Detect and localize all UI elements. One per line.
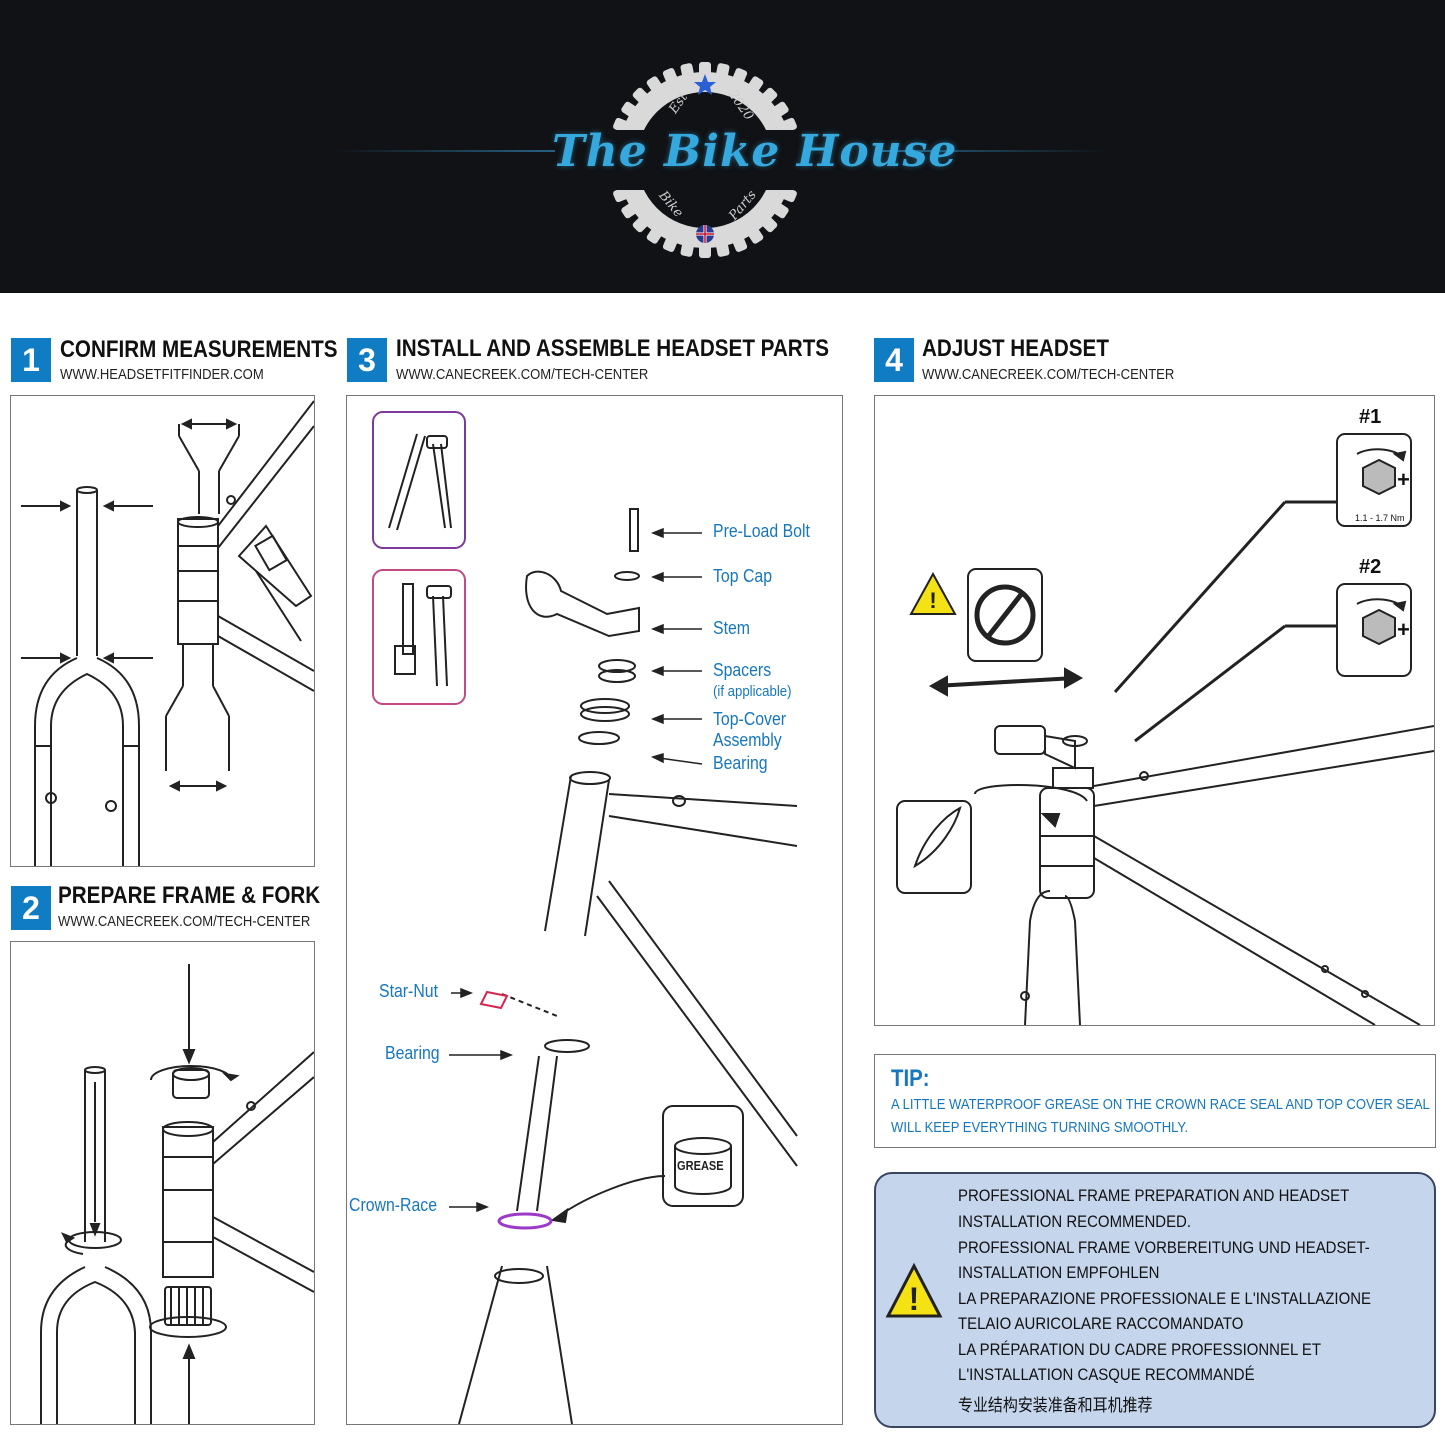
label-bearing-lower: Bearing [385,1043,440,1063]
step-url: WWW.HEADSETFITFINDER.COM [60,367,264,383]
label-spacers-note: (if applicable) [713,683,792,700]
step-title: PREPARE FRAME & FORK [58,882,321,909]
label-preload-bolt: Pre-Load Bolt [713,521,810,541]
measurement-illustration [10,395,315,867]
label-spacers: Spacers [713,660,772,680]
warning-line: TELAIO AURICOLARE RACCOMANDATO [958,1314,1244,1333]
label-stem: Stem [713,618,750,638]
warning-line: 专业结构安装准备和耳机推荐 [958,1396,1153,1415]
chainring-logo-icon [555,62,875,258]
warning-line: LA PRÉPARATION DU CADRE PROFESSIONNEL ET [958,1340,1321,1359]
svg-text:!: ! [929,588,936,613]
label-crown-race: Crown-Race [349,1195,438,1215]
label-top-cover: Top-Cover [713,709,787,729]
adjust-illustration: ! #1 #2 1.1 - 1.7 Nm + + [874,395,1435,1026]
label-top-cap: Top Cap [713,566,773,586]
prepare-illustration [10,941,315,1425]
warning-line: L'INSTALLATION CASQUE RECOMMANDÉ [958,1365,1255,1384]
tip-line-1: A LITTLE WATERPROOF GREASE ON THE CROWN … [891,1097,1430,1113]
brand-name: The Bike House [552,126,958,177]
step-number: 4 [874,338,914,382]
headset-adjust-drawing: ! [896,433,1435,1026]
fork-frame-measure-drawing [21,400,315,866]
step-title: INSTALL AND ASSEMBLE HEADSET PARTS [396,335,830,362]
headset-assembly-drawing [372,411,798,1425]
tip-title: TIP: [891,1065,930,1092]
svg-text:!: ! [909,1281,920,1317]
label-star-nut: Star-Nut [379,981,438,1001]
frame-fork-prep-drawing [40,964,315,1424]
warning-triangle-icon: ! [885,1262,943,1318]
label-bearing-upper: Bearing [713,753,768,773]
tip-line-2: WILL KEEP EVERYTHING TURNING SMOOTHLY. [891,1120,1189,1136]
step-url: WWW.CANECREEK.COM/TECH-CENTER [396,367,649,383]
label-assembly: Assembly [713,730,782,750]
step-title: CONFIRM MEASUREMENTS [60,336,338,363]
professional-install-warning: ! PROFESSIONAL FRAME PREPARATION AND HEA… [874,1172,1436,1428]
step-url: WWW.CANECREEK.COM/TECH-CENTER [58,914,311,930]
step-number: 3 [347,338,387,382]
step-url: WWW.CANECREEK.COM/TECH-CENTER [922,367,1175,383]
warning-line: PROFESSIONAL FRAME VORBEREITUNG UND HEAD… [958,1238,1370,1257]
tighten-plus-2: + [1397,617,1410,642]
warning-line: INSTALLATION EMPFOHLEN [958,1263,1160,1282]
label-grease: GREASE [677,1158,724,1173]
adjust-step-1-label: #1 [1359,406,1382,428]
tighten-plus-1: + [1397,467,1410,492]
adjust-step-2-label: #2 [1359,556,1382,578]
tool-box-pink [372,569,466,705]
assembly-illustration: Pre-Load Bolt Top Cap Stem Spacers (if a… [346,395,843,1425]
tip-box: TIP: A LITTLE WATERPROOF GREASE ON THE C… [874,1054,1436,1148]
warning-line: INSTALLATION RECOMMENDED. [958,1212,1192,1231]
tool-box-purple [372,411,466,549]
step-title: ADJUST HEADSET [922,335,1109,362]
warning-line: PROFESSIONAL FRAME PREPARATION AND HEADS… [958,1186,1350,1205]
warning-line: LA PREPARAZIONE PROFESSIONALE E L'INSTAL… [958,1289,1371,1308]
step-number: 1 [11,338,51,382]
torque-spec: 1.1 - 1.7 Nm [1355,513,1405,523]
header-banner: The Bike House Est 2020 Bike Parts [0,0,1445,293]
step-number: 2 [11,886,51,930]
